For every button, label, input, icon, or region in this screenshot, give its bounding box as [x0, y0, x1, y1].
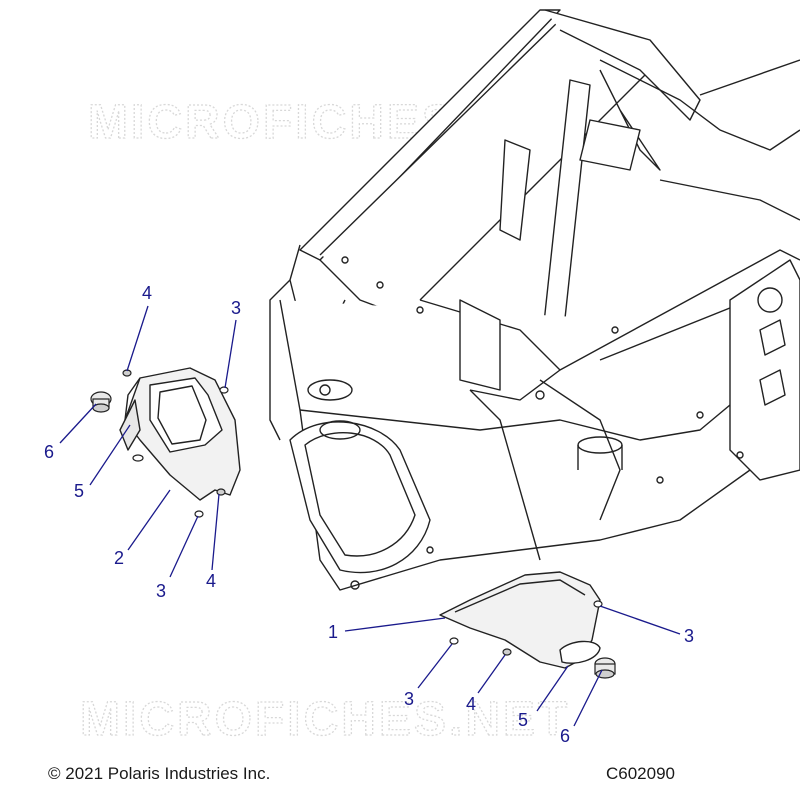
fastener-3c — [593, 600, 603, 608]
diagram-code: C602090 — [606, 764, 676, 783]
callout-3a: 3 — [231, 298, 241, 318]
fasteners-right — [449, 600, 616, 679]
vehicle-frame — [269, 9, 800, 591]
callout-4c: 4 — [466, 694, 476, 714]
fastener-3b — [194, 510, 204, 518]
callout-4a: 4 — [142, 283, 152, 303]
callout-3d: 3 — [404, 689, 414, 709]
fastener-4c — [502, 648, 512, 656]
callout-5b: 5 — [518, 710, 528, 730]
fastener-3a — [219, 386, 229, 394]
callout-3c: 3 — [684, 626, 694, 646]
callout-6b: 6 — [560, 726, 570, 746]
callout-1: 1 — [328, 622, 338, 642]
callout-5a: 5 — [74, 481, 84, 501]
callout-4b: 4 — [206, 571, 216, 591]
part-shield-right — [439, 571, 601, 669]
fastener-3d — [449, 637, 459, 645]
copyright-text: © 2021 Polaris Industries Inc. — [48, 764, 271, 783]
callouts: 4 3 6 5 2 3 4 1 3 3 4 5 6 — [44, 283, 694, 746]
leader-lines — [59, 305, 681, 727]
callout-6a: 6 — [44, 442, 54, 462]
callout-2: 2 — [114, 548, 124, 568]
callout-3b: 3 — [156, 581, 166, 601]
fastener-4b — [216, 488, 226, 496]
watermark-bottom: MICROFICHES.NET — [80, 693, 570, 746]
